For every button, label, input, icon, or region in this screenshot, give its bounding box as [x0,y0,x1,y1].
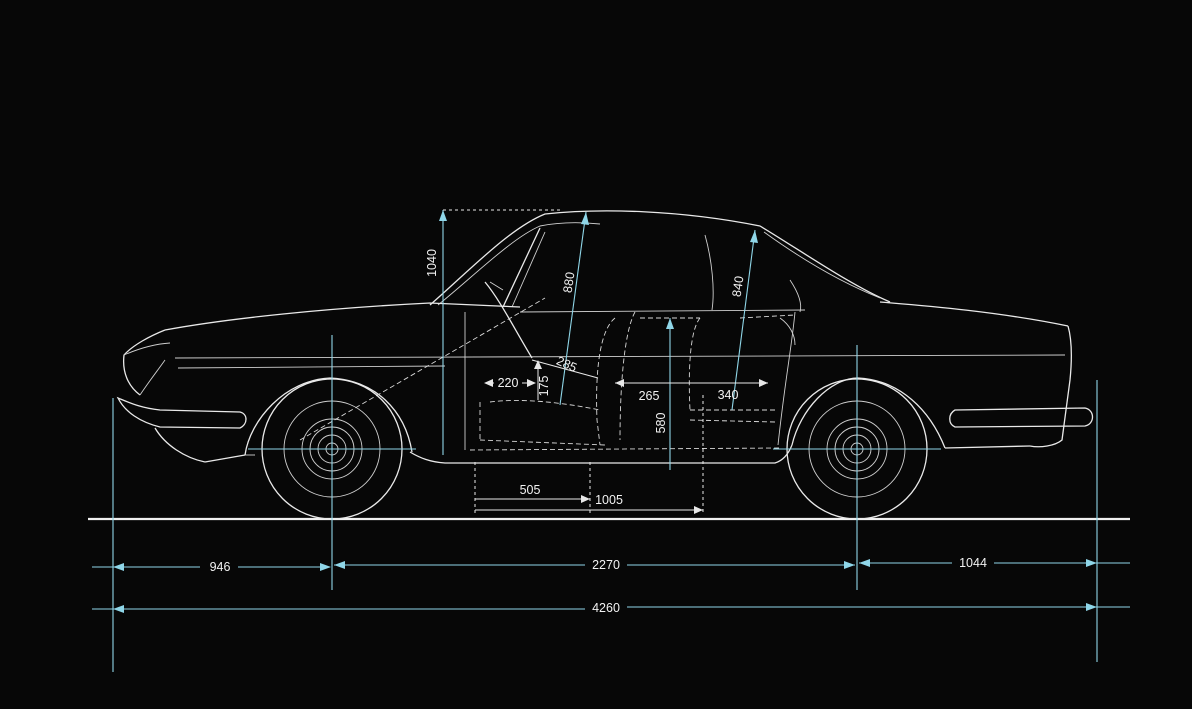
front-headroom-dimension: 880 [559,211,589,406]
pedal-height-dimension: 175 [534,360,551,400]
overall-length-label: 4260 [592,601,620,615]
front-headroom-label: 880 [561,271,578,294]
seat-height-label: 580 [654,413,668,434]
pedal-offset-dimension: 220 [484,376,536,390]
pedal-height-label: 175 [537,376,551,397]
seat-height-dimension: 580 [654,318,674,470]
car-body-outline [116,210,1094,464]
wheelbase-label: 2270 [592,558,620,572]
rear-seat-depth-dimension: 340 [685,379,768,402]
overall-height-label: 1040 [425,249,439,277]
wheelbase-dimension: 2270 [334,558,855,572]
front-overhang-label: 946 [210,560,231,574]
overall-length-dimension: 4260 [92,601,1130,615]
interior-layout [299,281,796,451]
door-opening-dimensions: 505 1005 [474,395,704,514]
front-overhang-dimension: 946 [92,560,331,574]
rear-overhang-dimension: 1044 [859,556,1130,570]
overall-height-dimension: 1040 [425,209,560,455]
rear-headroom-label: 840 [730,275,747,298]
rear-headroom-dimension: 840 [730,229,758,411]
front-seat-depth-dimension: 265 [615,379,685,403]
pedal-offset-label: 220 [498,376,519,390]
front-seat-depth-label: 265 [639,389,660,403]
rear-overhang-label: 1044 [959,556,987,570]
door-opening-total-label: 1005 [595,493,623,507]
rear-seat-depth-label: 340 [718,388,739,402]
door-opening-front-label: 505 [520,483,541,497]
steering-to-seat-dimension: 285 [531,354,599,379]
